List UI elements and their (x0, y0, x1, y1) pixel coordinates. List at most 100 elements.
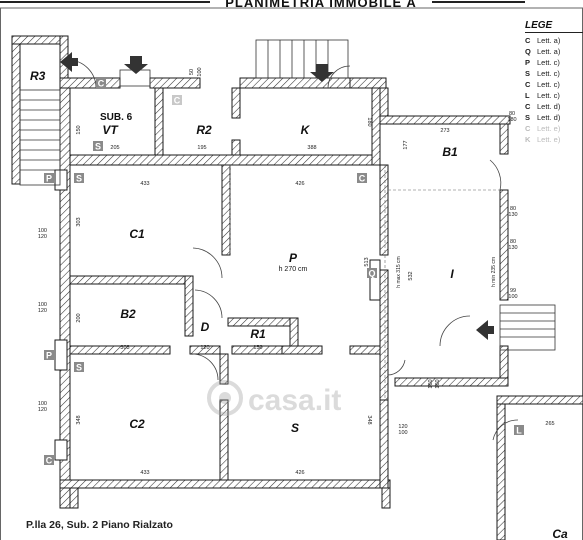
legend-code: K (525, 135, 531, 144)
svg-text:Q: Q (368, 269, 375, 279)
svg-text:99: 99 (510, 288, 516, 294)
room-label: K (301, 123, 311, 137)
legend-row: P Lett. c) (525, 57, 583, 68)
room-label: R3 (30, 69, 46, 83)
svg-text:177: 177 (403, 140, 409, 149)
room-label: B1 (442, 145, 458, 159)
svg-text:C: C (359, 174, 366, 184)
legend-code: Q (525, 47, 531, 56)
svg-text:160: 160 (428, 379, 434, 388)
svg-text:195: 195 (197, 145, 206, 151)
legend-row: K Lett. e) (525, 134, 583, 145)
svg-text:426: 426 (295, 181, 304, 187)
svg-text:80: 80 (510, 206, 516, 212)
svg-text:348: 348 (366, 415, 372, 424)
dimensions: 150 205 195 50 100 388 180 273 177 80 18… (38, 67, 555, 476)
legend-text: Lett. e) (537, 135, 561, 144)
svg-text:P: P (46, 351, 52, 361)
stairs-entrance (499, 304, 556, 351)
svg-text:h max 315 cm: h max 315 cm (396, 256, 402, 287)
arrow-down-icon (124, 56, 148, 74)
legend-text: Lett. d) (537, 113, 561, 122)
room-labels: R3 SUB. 6 VT R2 K B1 C1 P h 270 cm I B2 … (30, 69, 568, 540)
legend-code: S (525, 69, 531, 78)
room-label: VT (102, 123, 119, 137)
svg-text:100: 100 (508, 294, 517, 300)
room-label: C2 (129, 417, 145, 431)
svg-text:130: 130 (508, 245, 517, 251)
svg-text:S: S (95, 142, 101, 152)
svg-text:120: 120 (38, 407, 47, 413)
svg-text:303: 303 (120, 345, 129, 351)
footer-caption: P.lla 26, Sub. 2 Piano Rialzato (26, 519, 173, 531)
legend-code: C (525, 36, 531, 45)
arrow-left-icon (476, 320, 494, 340)
svg-text:150: 150 (76, 125, 82, 134)
legend-row: C Lett. d) (525, 101, 583, 112)
dashed-lines (229, 165, 500, 400)
room-label: I (450, 267, 454, 281)
legend-text: Lett. c) (537, 80, 560, 89)
room-label: S (291, 421, 299, 435)
walls (11, 35, 583, 540)
svg-text:80: 80 (510, 239, 516, 245)
svg-text:80: 80 (509, 111, 515, 117)
svg-text:433: 433 (140, 181, 149, 187)
svg-text:426: 426 (295, 470, 304, 476)
svg-text:388: 388 (307, 145, 316, 151)
svg-text:100: 100 (38, 228, 47, 234)
legend-row: S Lett. c) (525, 68, 583, 79)
markers: C S P S C Q P S C L C (44, 78, 524, 466)
svg-text:S: S (76, 363, 82, 373)
legend-code: C (525, 102, 531, 111)
watermark: casa.it (207, 380, 341, 417)
svg-text:P: P (46, 174, 52, 184)
svg-text:130: 130 (508, 212, 517, 218)
room-height: h 270 cm (279, 266, 308, 273)
svg-text:160: 160 (435, 379, 441, 388)
svg-text:120: 120 (200, 345, 209, 351)
legend-code: C (525, 124, 531, 133)
room-label: D (201, 320, 210, 334)
room-label: R1 (250, 327, 266, 341)
svg-text:433: 433 (140, 470, 149, 476)
svg-text:180: 180 (507, 117, 516, 123)
svg-text:273: 273 (440, 128, 449, 134)
svg-text:100: 100 (38, 302, 47, 308)
legend-code: L (525, 91, 530, 100)
svg-text:casa.it: casa.it (248, 384, 341, 417)
room-label: P (289, 251, 298, 265)
svg-text:120: 120 (38, 308, 47, 314)
legend-text: Lett. c) (537, 91, 560, 100)
svg-text:100: 100 (398, 430, 407, 436)
svg-text:S: S (76, 174, 82, 184)
svg-text:348: 348 (76, 415, 82, 424)
room-label: SUB. 6 (100, 112, 133, 123)
svg-text:C: C (174, 96, 181, 106)
svg-text:265: 265 (545, 421, 554, 427)
stairs-r3 (19, 89, 61, 186)
arrow-down-icon (310, 64, 334, 82)
stairs-top (255, 39, 349, 79)
svg-text:513: 513 (364, 257, 370, 266)
room-label: Ca (552, 527, 568, 540)
svg-text:532: 532 (408, 271, 414, 280)
svg-text:205: 205 (110, 145, 119, 151)
legend-text: Lett. c) (537, 69, 560, 78)
legend-title: LEGE (525, 20, 583, 33)
svg-text:150: 150 (253, 345, 262, 351)
arrow-left-icon (60, 52, 78, 72)
svg-text:200: 200 (76, 313, 82, 322)
room-label: R2 (196, 123, 212, 137)
svg-text:100: 100 (38, 401, 47, 407)
legend-text: Lett. c) (537, 58, 560, 67)
svg-text:h min 235 cm: h min 235 cm (491, 257, 497, 287)
legend-code: P (525, 58, 531, 67)
plan-title: PLANIMETRIA IMMOBILE A (225, 0, 416, 10)
legend-text: Lett. d) (537, 102, 561, 111)
